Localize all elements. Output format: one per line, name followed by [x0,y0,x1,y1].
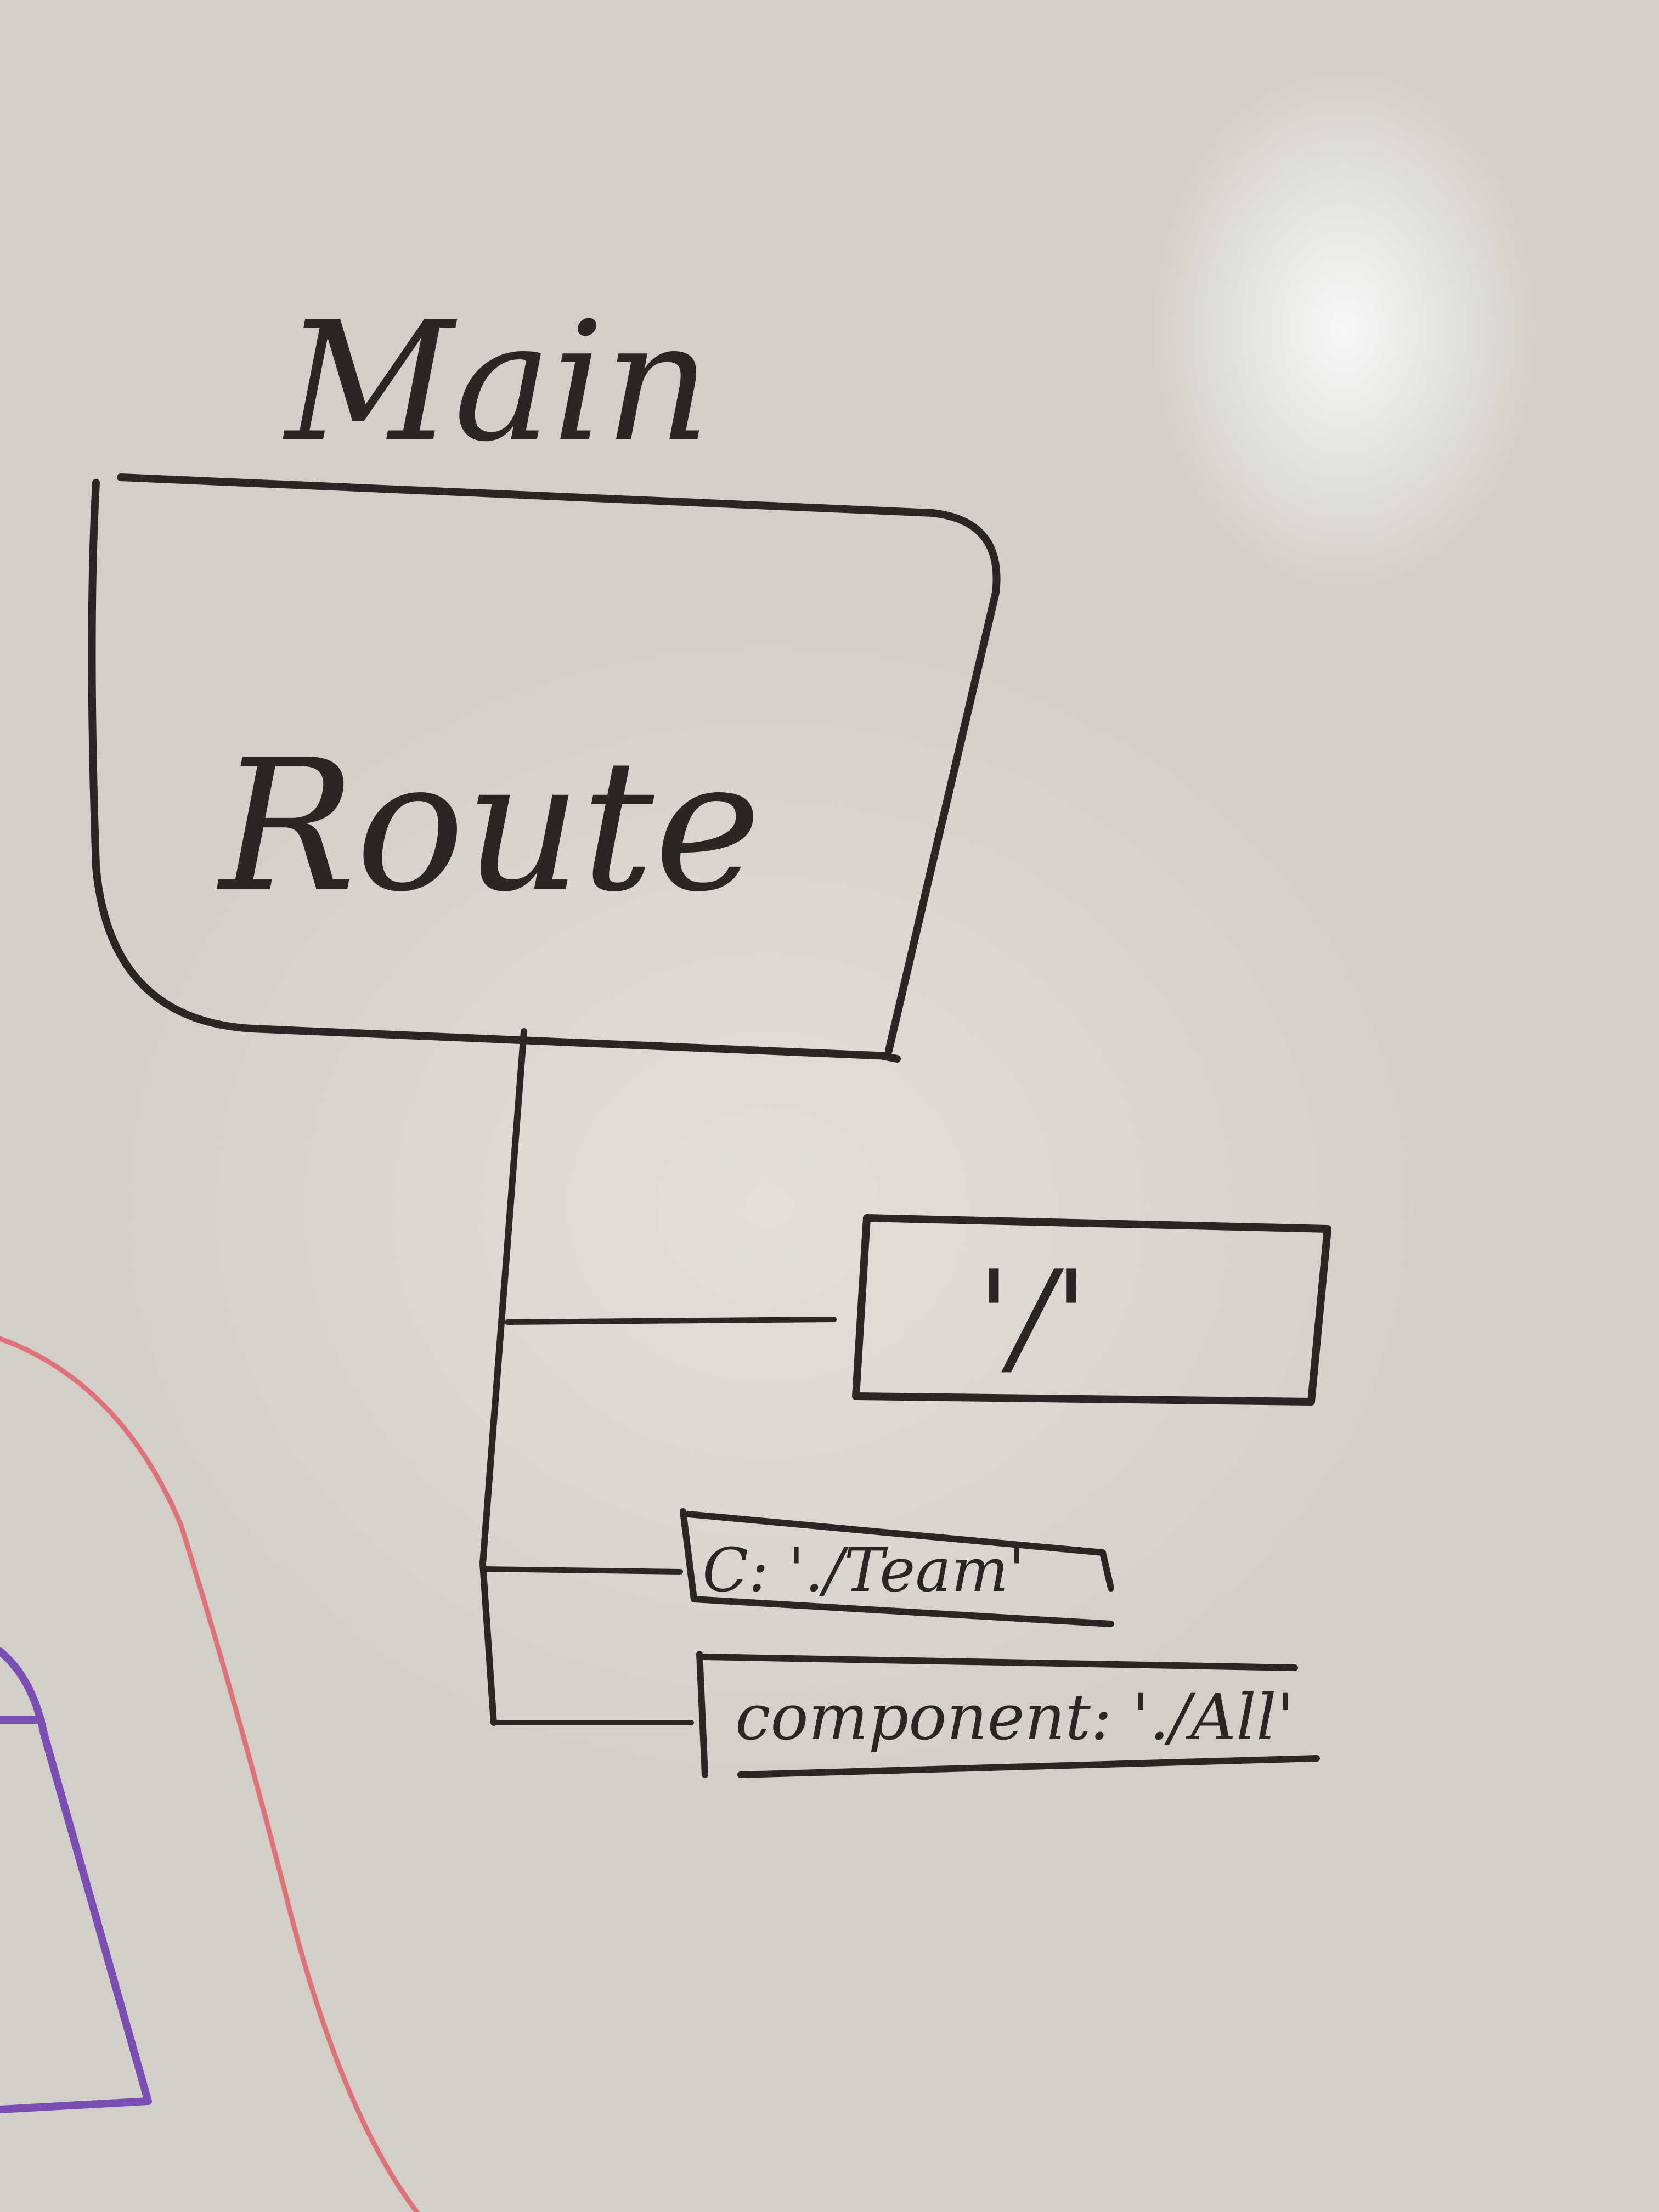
root-path-node-box [852,1214,1331,1406]
route-node-box [88,473,1001,1063]
purple-marker-shape [0,1647,152,2113]
branch-connector-team [480,1566,683,1575]
red-marker-curve [0,1336,420,2212]
trunk-connector [479,1028,527,1726]
route-node-label: Route [217,721,761,932]
component-node-label: component: './All' [735,1681,1294,1754]
team-node-box [680,1508,1114,1627]
root-path-node-label: '/' [977,1244,1088,1391]
component-node-box [696,1651,1320,1778]
team-node-label: C: './Team' [702,1535,1025,1605]
diagram-title: Main [283,286,710,478]
branch-connector-root-path [505,1317,837,1325]
